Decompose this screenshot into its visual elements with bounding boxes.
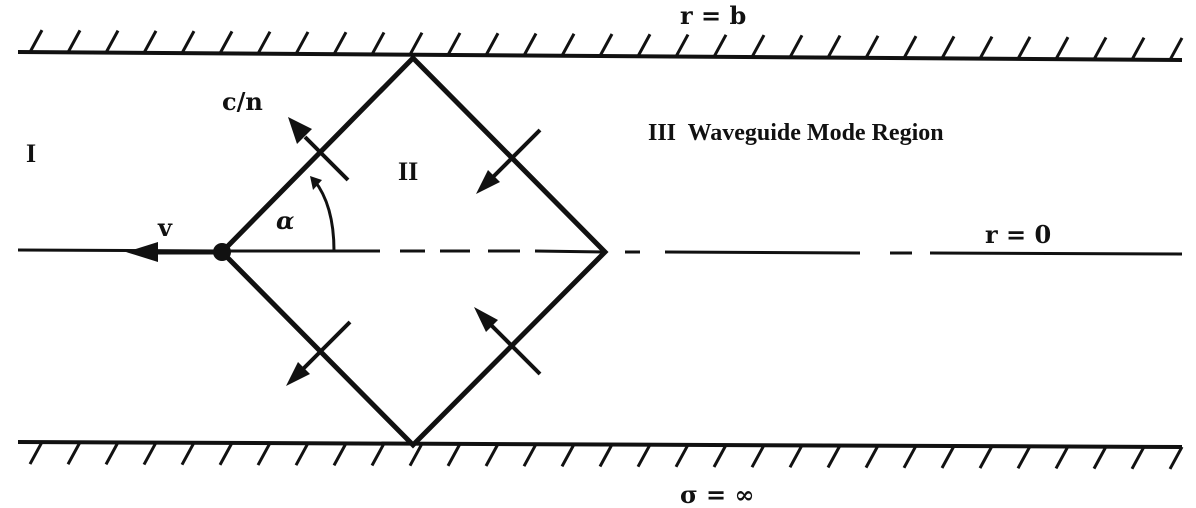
- hatch-mark: [104, 441, 120, 466]
- hatch-mark: [218, 30, 234, 55]
- region-2-label: II: [398, 157, 418, 186]
- velocity-arrow-head: [126, 242, 158, 262]
- angle-arc: [312, 179, 336, 252]
- hatch-mark: [636, 33, 652, 57]
- hatch-mark: [1016, 36, 1032, 60]
- angle-label: α: [276, 206, 294, 235]
- hatch-mark: [598, 443, 614, 468]
- hatch-mark: [788, 444, 804, 469]
- hatch-mark: [66, 29, 82, 54]
- hatch-mark: [332, 31, 348, 55]
- hatch-mark: [484, 32, 500, 56]
- hatch-mark: [256, 30, 272, 55]
- hatch-mark: [1054, 445, 1070, 470]
- hatch-mark: [864, 35, 880, 59]
- hatch-mark: [1168, 446, 1184, 470]
- hatch-mark: [864, 444, 880, 469]
- top-wall-hatching: [28, 29, 1184, 61]
- hatch-mark: [712, 444, 728, 468]
- bottom-wall-label: σ = ∞: [680, 480, 755, 508]
- hatch-mark: [28, 29, 44, 53]
- hatch-mark: [902, 445, 918, 469]
- hatch-mark: [256, 442, 272, 466]
- hatch-mark: [294, 31, 310, 55]
- hatch-mark: [484, 443, 500, 467]
- hatch-mark: [294, 442, 310, 466]
- hatch-mark: [940, 445, 956, 469]
- region-3-label: III Waveguide Mode Region: [648, 120, 944, 146]
- hatch-mark: [446, 32, 462, 56]
- hatch-mark: [408, 31, 424, 56]
- hatch-mark: [28, 441, 44, 465]
- hatch-mark: [1092, 36, 1108, 61]
- hatch-mark: [1054, 36, 1070, 60]
- cherenkov-cone-diamond: [218, 54, 609, 449]
- hatch-mark: [446, 443, 462, 467]
- bottom-wall-line: [17, 440, 1183, 449]
- axis-label: r = 0: [985, 220, 1051, 249]
- hatch-mark: [978, 35, 994, 60]
- hatch-mark: [674, 444, 690, 468]
- region-1-label: I: [26, 139, 36, 168]
- hatch-mark: [826, 34, 842, 59]
- hatch-mark: [522, 32, 538, 57]
- hatch-mark: [1130, 36, 1146, 61]
- velocity-label: v: [157, 213, 173, 242]
- angle-arc-arrowhead: [310, 176, 322, 190]
- hatch-mark: [142, 30, 158, 54]
- hatch-mark: [636, 443, 652, 468]
- hatch-mark: [712, 34, 728, 58]
- hatch-mark: [142, 441, 158, 466]
- hatch-mark: [332, 442, 348, 467]
- hatch-mark: [560, 443, 576, 468]
- hatch-mark: [1130, 446, 1146, 470]
- hatch-mark: [370, 31, 386, 56]
- bottom-wall-hatching: [28, 441, 1184, 470]
- hatch-mark: [180, 30, 196, 54]
- hatch-mark: [674, 33, 690, 58]
- hatch-mark: [788, 34, 804, 59]
- hatch-mark: [522, 443, 538, 467]
- speed-of-light-label: c/n: [222, 87, 263, 116]
- hatch-mark: [750, 34, 766, 58]
- hatch-mark: [826, 444, 842, 469]
- hatch-mark: [1092, 445, 1108, 470]
- hatch-mark: [1168, 37, 1184, 61]
- hatch-mark: [902, 35, 918, 59]
- hatch-mark: [978, 445, 994, 469]
- wavefront-arrows: [286, 117, 542, 386]
- hatch-mark: [104, 29, 120, 54]
- hatch-mark: [370, 442, 386, 467]
- hatch-mark: [750, 444, 766, 468]
- hatch-mark: [940, 35, 956, 60]
- hatch-mark: [66, 441, 82, 465]
- hatch-mark: [408, 442, 424, 467]
- hatch-mark: [180, 441, 196, 466]
- hatch-mark: [218, 442, 234, 466]
- hatch-mark: [560, 33, 576, 57]
- hatch-mark: [1016, 445, 1032, 470]
- hatch-mark: [598, 33, 614, 57]
- top-wall-label: r = b: [680, 1, 746, 30]
